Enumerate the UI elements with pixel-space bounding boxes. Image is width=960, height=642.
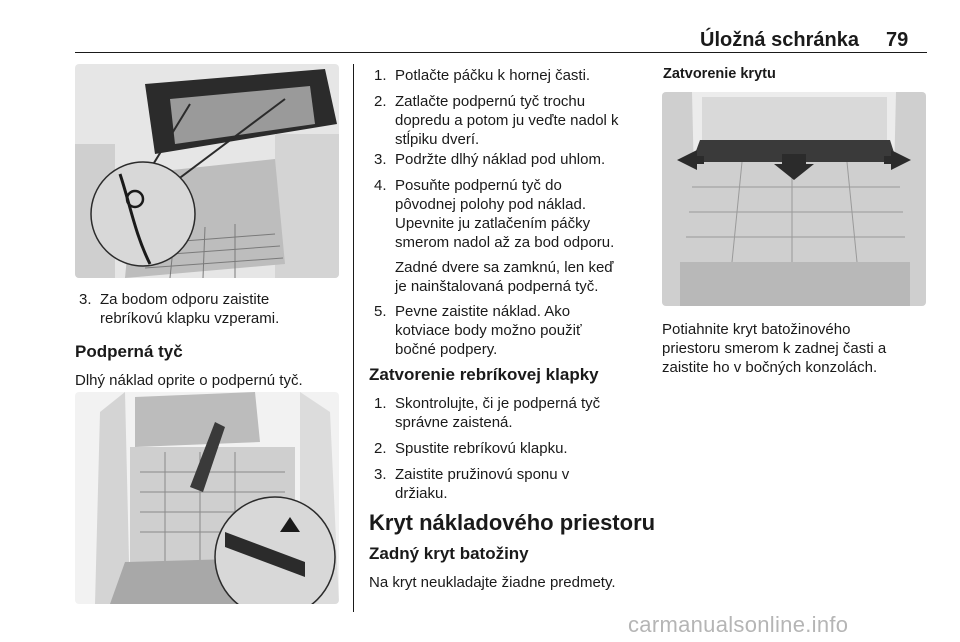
- sub-heading: Zadný kryt batožiny: [369, 544, 529, 563]
- cargo-cover-figure: [662, 92, 926, 306]
- step-text: Podržte dlhý náklad pod uhlom.: [395, 151, 606, 168]
- section-heading: Podperná tyč: [75, 342, 183, 361]
- step-number: 2.: [374, 93, 387, 110]
- step-text: bočné podpery.: [395, 341, 498, 358]
- step-text: rebríkovú klapku vzperami.: [100, 310, 280, 327]
- step-number: 3.: [374, 466, 387, 483]
- paragraph: zaistite ho v bočných konzolách.: [662, 359, 878, 376]
- note-text: Zadné dvere sa zamknú, len keď: [395, 259, 614, 276]
- step-number: 4.: [374, 177, 387, 194]
- step-text: Potlačte páčku k hornej časti.: [395, 67, 591, 84]
- section-heading: Zatvorenie rebríkovej klapky: [369, 365, 599, 384]
- step-number: 1.: [374, 67, 387, 84]
- paragraph: Na kryt neukladajte žiadne predmety.: [369, 574, 616, 591]
- header-divider: [75, 52, 927, 53]
- step-text: Zatlačte podpernú tyč trochu: [395, 93, 586, 110]
- step-text: Skontrolujte, či je podperná tyč: [395, 395, 601, 412]
- column-divider: [353, 64, 354, 612]
- step-text: pôvodnej polohy pod náklad.: [395, 196, 586, 213]
- ladder-flap-struts-figure: [75, 64, 339, 278]
- paragraph: priestoru smerom k zadnej časti a: [662, 340, 887, 357]
- note-text: je nainštalovaná podperná tyč.: [395, 278, 599, 295]
- step-number: 5.: [374, 303, 387, 320]
- paragraph: Dlhý náklad oprite o podpernú tyč.: [75, 372, 303, 389]
- support-bar-figure: [75, 392, 339, 604]
- page-number: 79: [886, 29, 909, 51]
- step-text: Za bodom odporu zaistite: [100, 291, 270, 308]
- step-text: Posuňte podpernú tyč do: [395, 177, 562, 194]
- step-number: 3.: [79, 291, 92, 308]
- figure-caption-heading: Zatvorenie krytu: [663, 66, 776, 82]
- paragraph: Potiahnite kryt batožinového: [662, 321, 851, 338]
- step-text: držiaku.: [395, 485, 448, 502]
- chapter-heading: Kryt nákladového priestoru: [369, 510, 656, 535]
- watermark: carmanualsonline.info: [628, 612, 849, 637]
- step-number: 1.: [374, 395, 387, 412]
- page-title: Úložná schránka: [700, 29, 859, 51]
- step-text: Upevnite ju zatlačením páčky: [395, 215, 591, 232]
- step-text: Spustite rebríkovú klapku.: [395, 440, 568, 457]
- step-number: 3.: [374, 151, 387, 168]
- step-number: 2.: [374, 440, 387, 457]
- step-text: stĺpiku dverí.: [395, 131, 480, 148]
- step-text: smerom nadol až za bod odporu.: [395, 234, 615, 251]
- step-text: dopredu a potom ju veďte nadol k: [395, 112, 619, 129]
- step-text: kotviace body možno použiť: [395, 322, 582, 339]
- step-text: Pevne zaistite náklad. Ako: [395, 303, 571, 320]
- step-text: správne zaistená.: [395, 414, 513, 431]
- step-text: Zaistite pružinovú sponu v: [395, 466, 570, 483]
